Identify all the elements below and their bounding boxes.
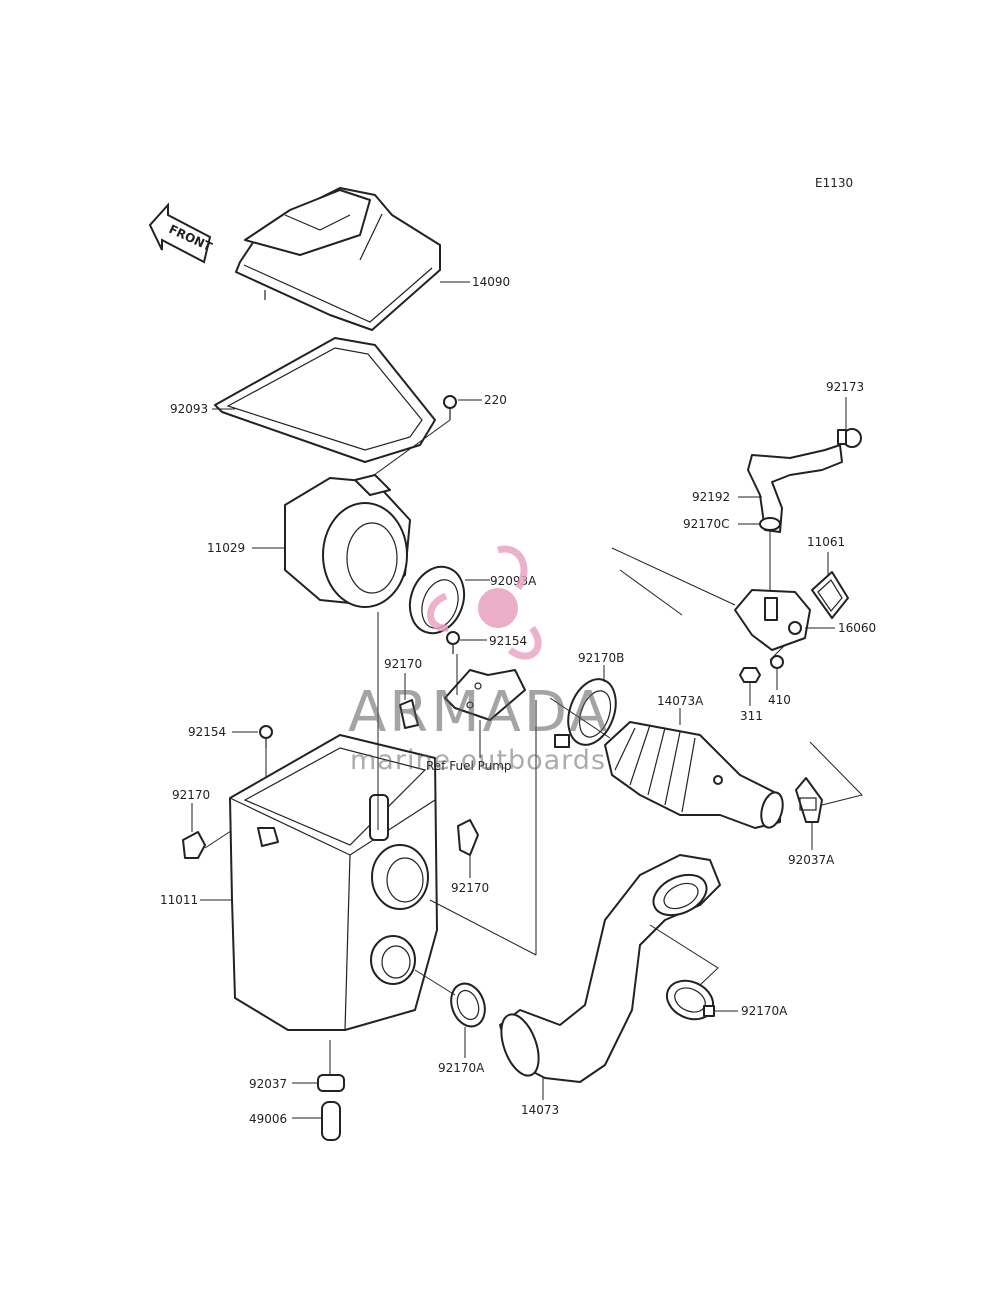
filter-element-11029 xyxy=(284,474,411,608)
gasket-92093 xyxy=(214,337,436,463)
part-label-92154-left: 92154 xyxy=(188,725,226,739)
leader-line xyxy=(369,419,451,479)
part-label-11011: 11011 xyxy=(160,893,198,907)
part-label-311: 311 xyxy=(740,709,763,723)
leader-line xyxy=(429,899,537,956)
part-label-14090: 14090 xyxy=(472,275,510,289)
part-label-92192: 92192 xyxy=(692,490,730,504)
boot-14073a xyxy=(604,721,784,829)
clamp-92170a-right xyxy=(665,979,715,1021)
clamp-92037a xyxy=(795,777,823,823)
hose-92192 xyxy=(747,444,843,533)
part-label-92170b: 92170B xyxy=(578,651,624,665)
part-label-14073: 14073 xyxy=(521,1103,559,1117)
front-arrow-icon: FRONT xyxy=(148,202,215,264)
part-label-92093: 92093 xyxy=(170,402,208,416)
fitting-16060 xyxy=(734,589,811,651)
leader-line xyxy=(649,924,719,986)
duct-14073 xyxy=(499,854,721,1083)
part-label-14073a: 14073A xyxy=(657,694,704,708)
part-label-92170-right: 92170 xyxy=(451,881,489,895)
leader-line xyxy=(611,547,736,616)
bolt-92154-left xyxy=(259,725,273,748)
part-label-92170-mid: 92170 xyxy=(384,657,422,671)
fuel-pump-bracket xyxy=(444,669,526,721)
part-label-92173: 92173 xyxy=(826,380,864,394)
part-label-220: 220 xyxy=(484,393,507,407)
air-box-11011 xyxy=(229,734,438,1031)
clip-92170-left xyxy=(182,831,206,859)
part-label-92154-upper: 92154 xyxy=(489,634,527,648)
diagram-code: E1130 xyxy=(815,176,853,190)
part-label-16060: 16060 xyxy=(838,621,876,635)
watermark-tagline: marine outboards xyxy=(350,745,607,776)
part-label-11061: 11061 xyxy=(807,535,845,549)
part-label-410: 410 xyxy=(768,693,791,707)
leader-line xyxy=(769,644,786,661)
leader-line xyxy=(809,741,863,806)
filter-cover-14090 xyxy=(235,187,441,331)
clip-92170-right xyxy=(457,819,479,856)
part-label-92037: 92037 xyxy=(249,1077,287,1091)
part-label-11029: 11029 xyxy=(207,541,245,555)
leader-line xyxy=(549,697,611,739)
cap-92173 xyxy=(837,428,862,448)
bolt-92154-upper xyxy=(446,631,460,654)
part-label-92170a-right: 92170A xyxy=(741,1004,788,1018)
armada-logo-icon xyxy=(427,545,542,660)
clamp-92170a-left xyxy=(450,982,486,1028)
part-label-92170-left: 92170 xyxy=(172,788,210,802)
clamp-92037 xyxy=(317,1074,345,1092)
nut-311 xyxy=(739,667,761,683)
clip-92170-mid xyxy=(399,699,419,729)
part-label-92037a: 92037A xyxy=(788,853,835,867)
gasket-11061 xyxy=(811,571,849,619)
part-label-92170a-left: 92170A xyxy=(438,1061,485,1075)
screw-220 xyxy=(443,395,457,420)
drain-tube-49006 xyxy=(321,1101,341,1141)
watermark-brand: ARMADA xyxy=(348,680,611,745)
part-label-49006: 49006 xyxy=(249,1112,287,1126)
part-label-92170c: 92170C xyxy=(683,517,730,531)
leader-line xyxy=(414,969,456,996)
ref-fuel-pump-note: Ref Fuel Pump xyxy=(426,759,512,773)
clamp-92170c xyxy=(759,517,781,531)
